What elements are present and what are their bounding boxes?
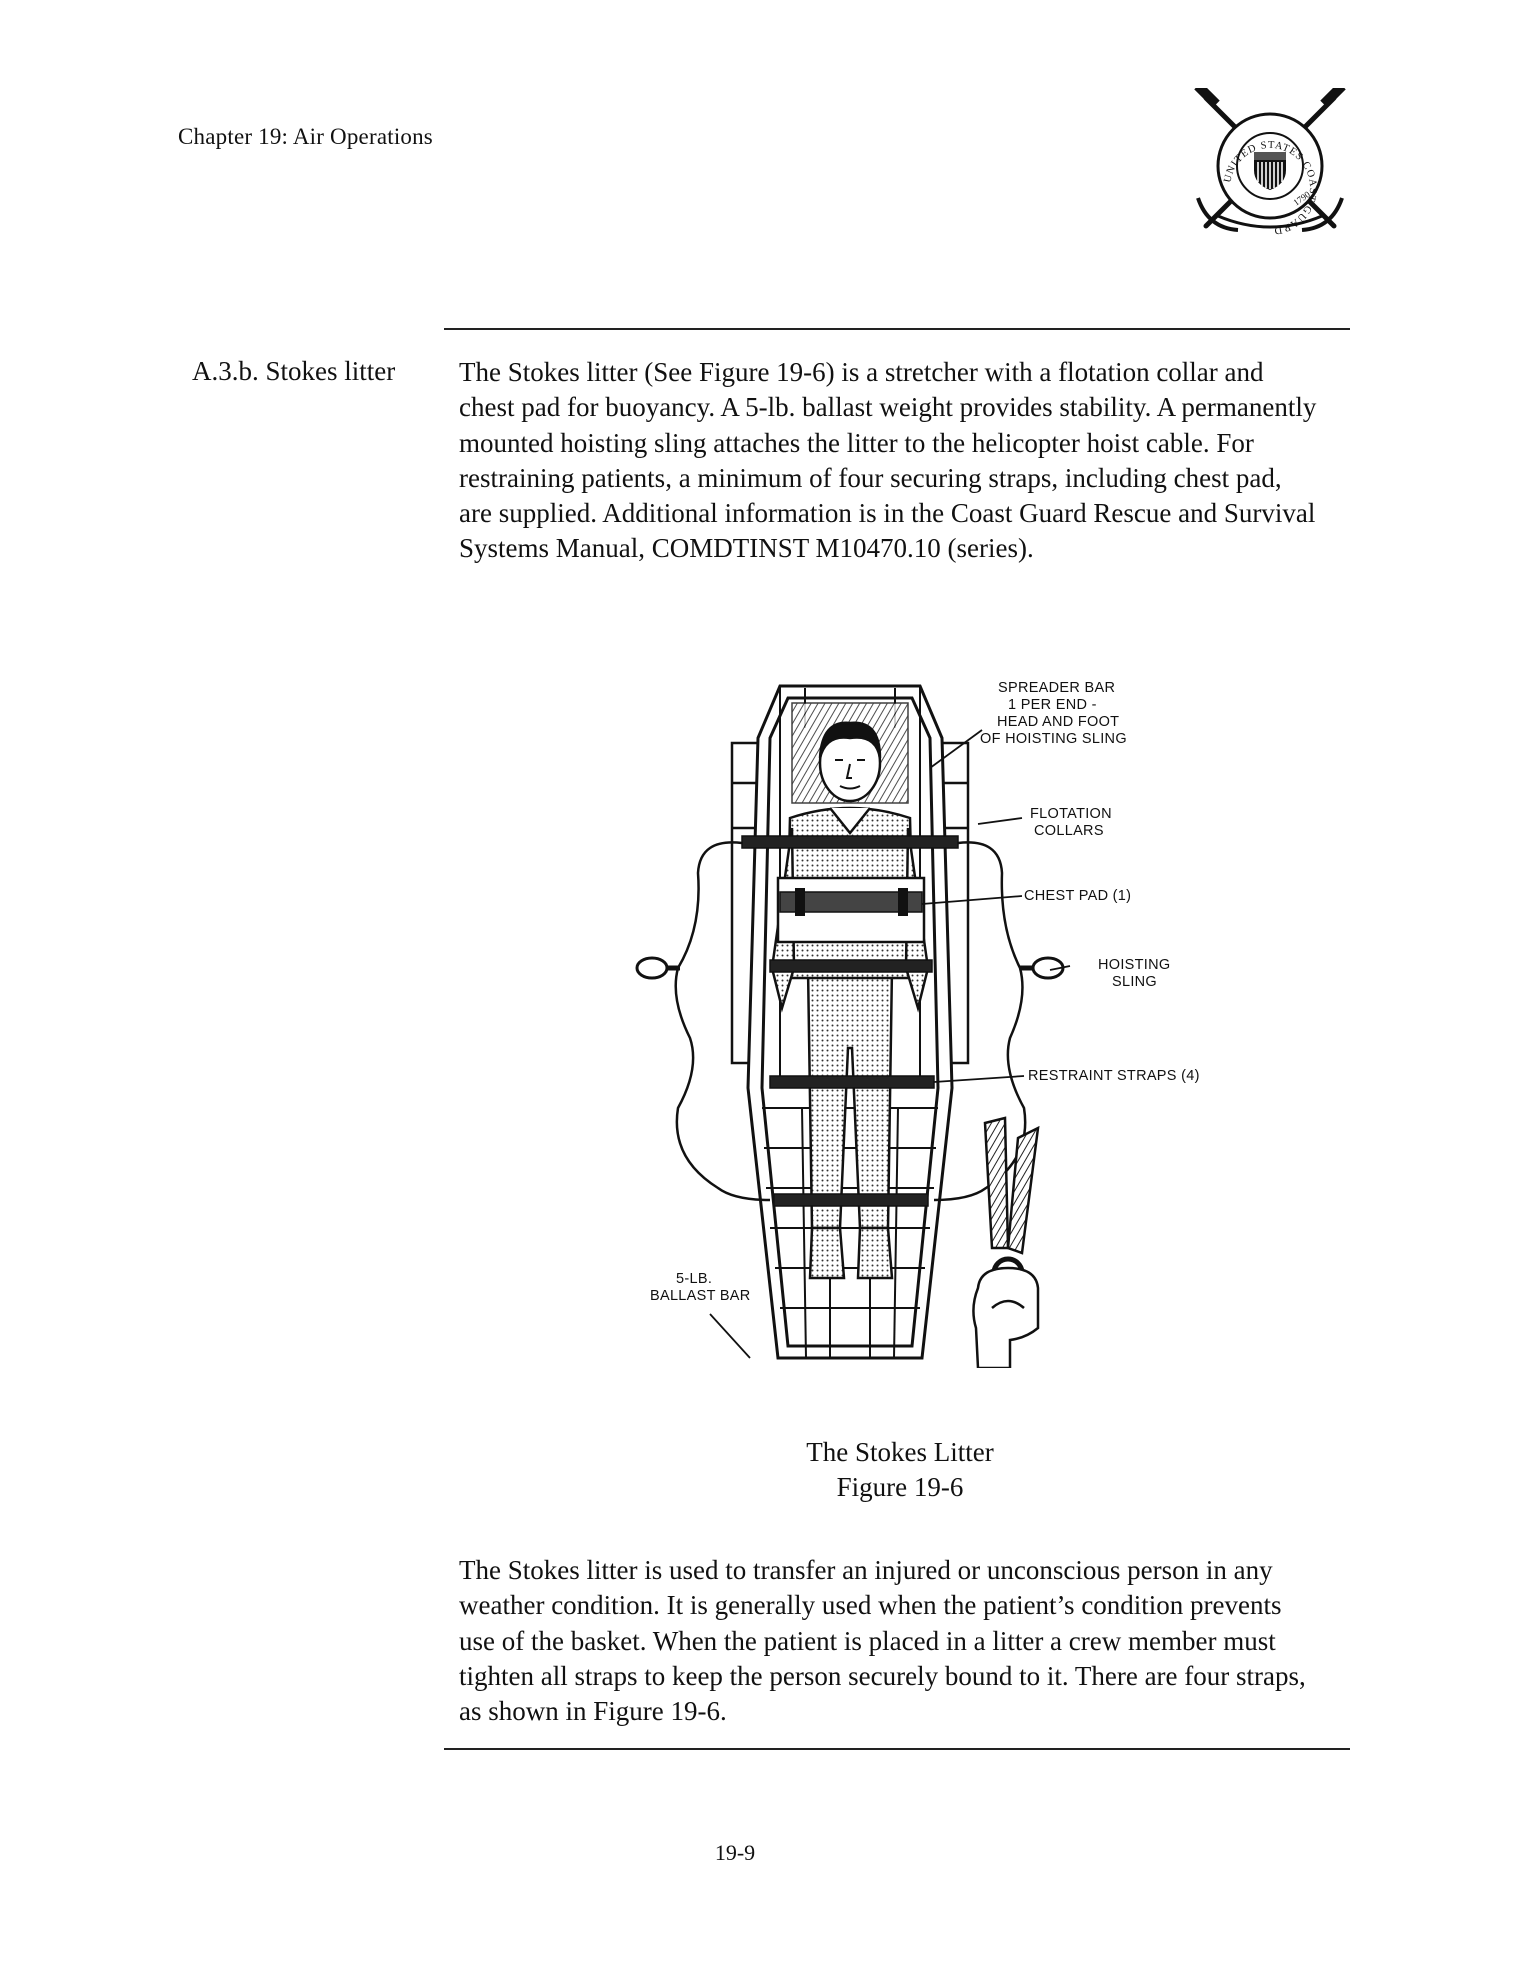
label-restraint-straps: RESTRAINT STRAPS (4): [1028, 1068, 1200, 1084]
label-hoisting-1: HOISTING: [1098, 957, 1171, 973]
paragraph-stokes-description: The Stokes litter (See Figure 19-6) is a…: [459, 357, 1317, 564]
label-flotation-1: FLOTATION: [1030, 806, 1112, 822]
label-spreader-bar-2: 1 PER END -: [1008, 697, 1097, 713]
figure-caption-title: The Stokes Litter: [806, 1437, 994, 1467]
top-divider: [444, 328, 1350, 330]
figure-caption-number: Figure 19-6: [836, 1472, 964, 1502]
label-flotation-2: COLLARS: [1034, 823, 1104, 839]
label-chest-pad: CHEST PAD (1): [1024, 888, 1131, 904]
hoist-hook: [972, 1116, 1040, 1368]
stokes-litter-figure: SPREADER BAR 1 PER END - HEAD AND FOOT O…: [635, 680, 1200, 1368]
label-spreader-bar-4: OF HOISTING SLING: [980, 731, 1127, 747]
label-pointers: [709, 729, 1071, 1359]
paragraph-stokes-usage: The Stokes litter is used to transfer an…: [459, 1555, 1306, 1727]
label-hoisting-2: SLING: [1112, 974, 1157, 990]
bottom-divider: [444, 1748, 1350, 1750]
section-label: A.3.b. Stokes litter: [192, 356, 396, 386]
coast-guard-seal-icon: UNITED STATES COAST GUARD 1790: [1194, 88, 1346, 236]
label-ballast-2: BALLAST BAR: [650, 1288, 751, 1304]
chapter-title: Chapter 19: Air Operations: [178, 124, 433, 149]
label-spreader-bar-1: SPREADER BAR: [998, 680, 1115, 696]
label-ballast-1: 5-LB.: [676, 1271, 712, 1287]
restraint-straps: [741, 835, 959, 1207]
chest-pad: [776, 876, 926, 944]
page-number: 19-9: [714, 1840, 756, 1865]
label-spreader-bar-3: HEAD AND FOOT: [997, 714, 1119, 730]
